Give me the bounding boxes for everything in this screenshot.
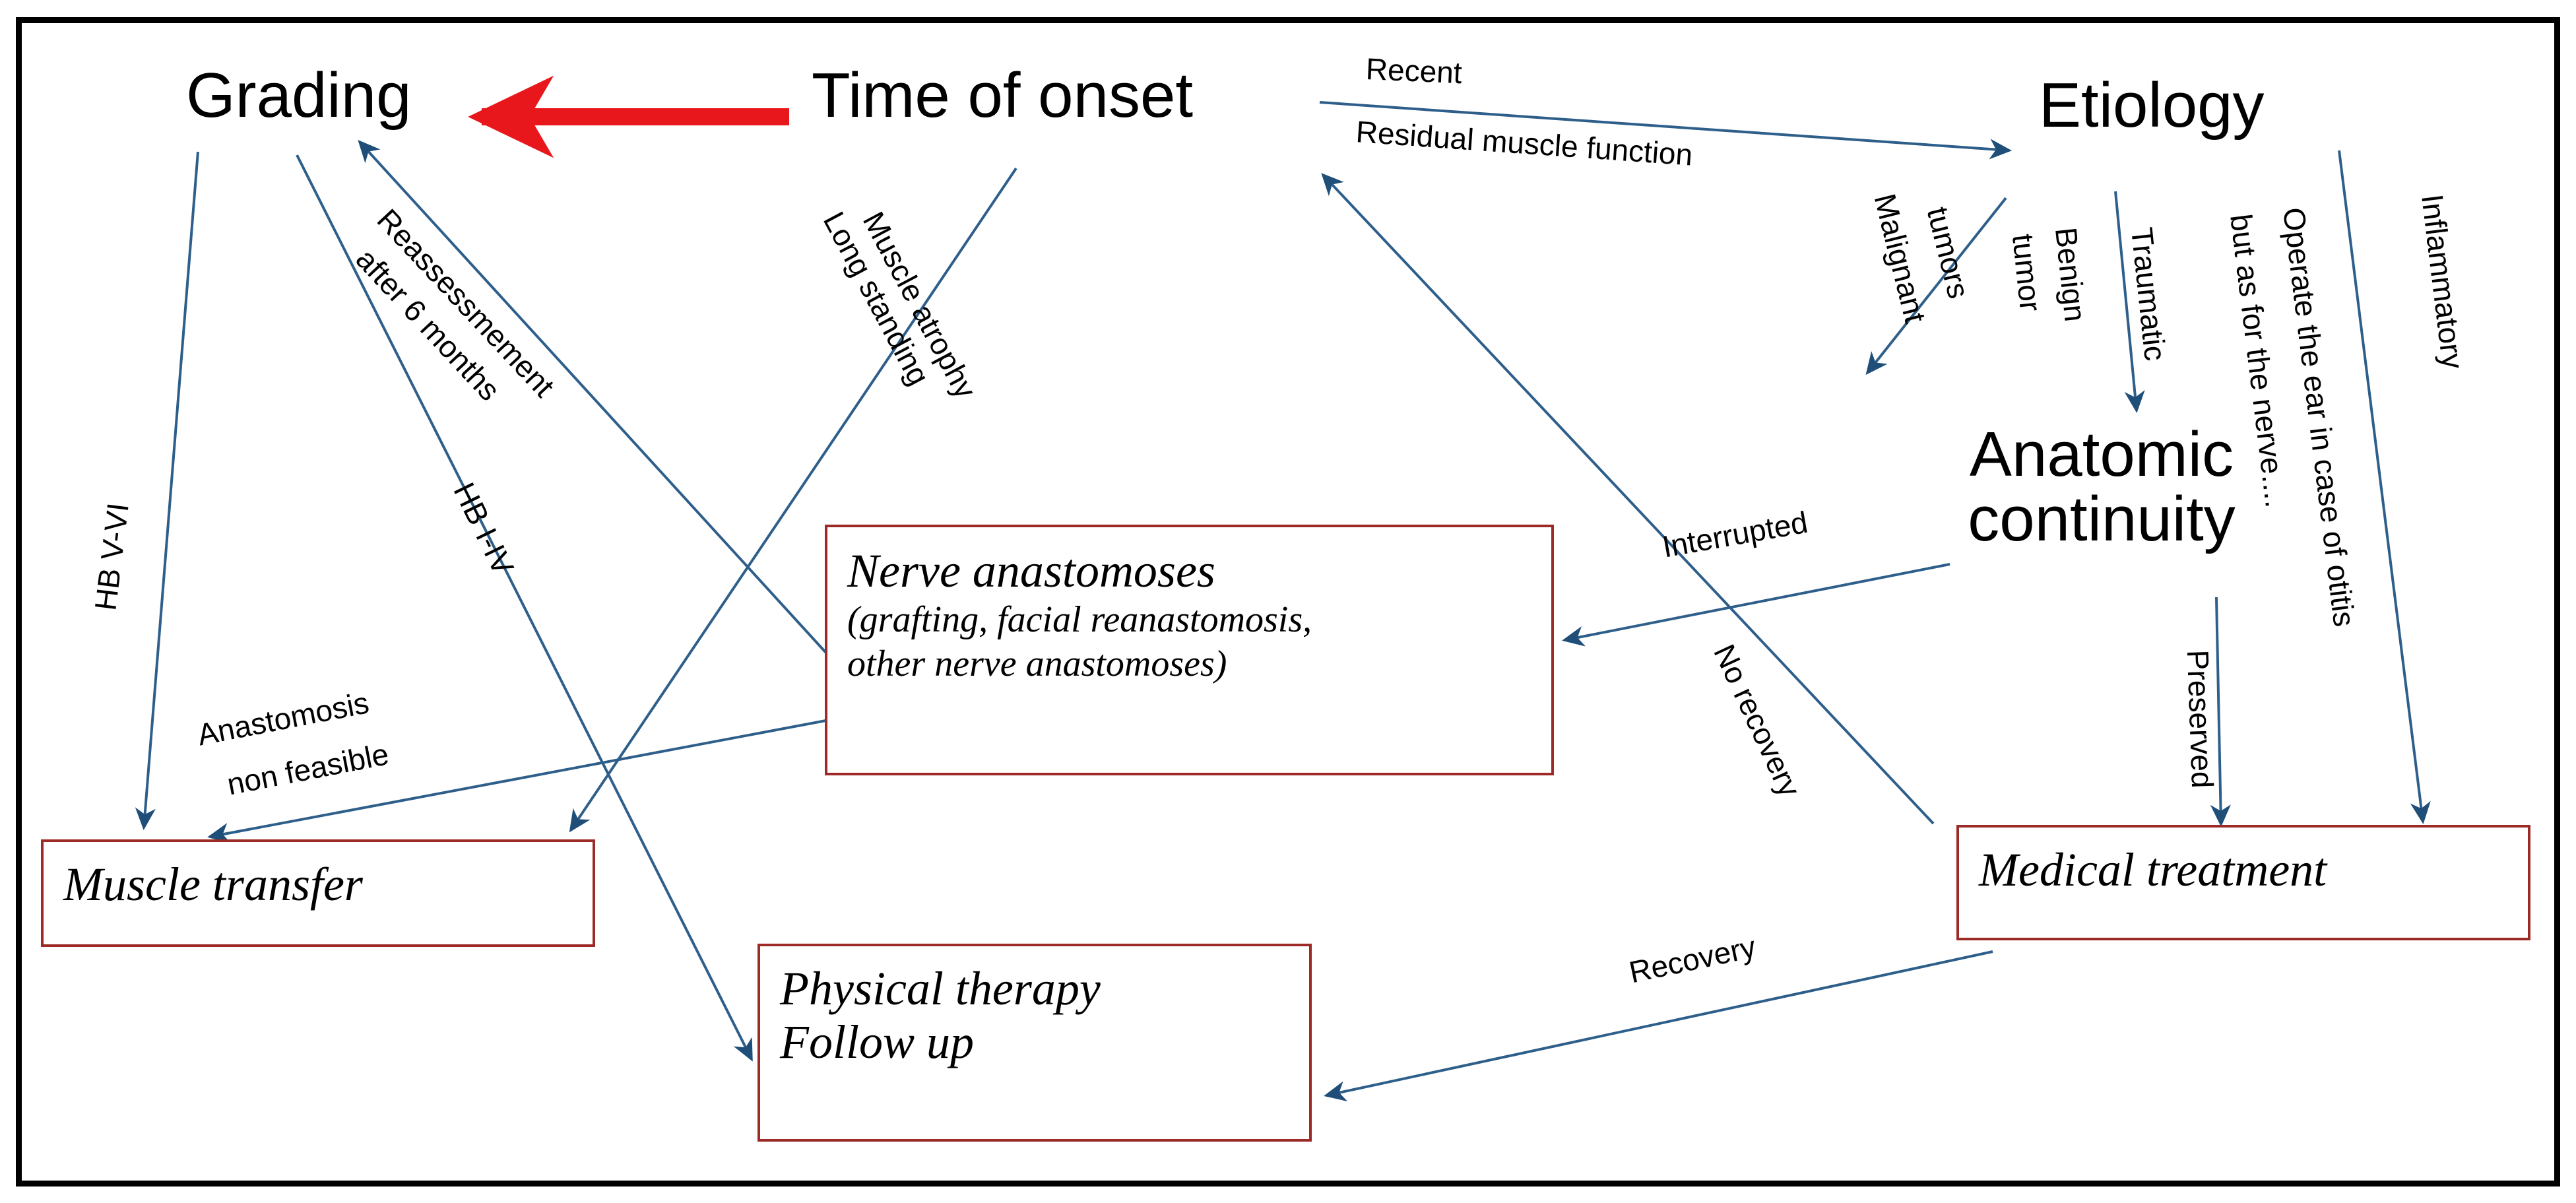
box-nerve-anastomoses-sub2: other nerve anastomoses)	[847, 643, 1227, 684]
box-nerve-anastomoses[interactable]: Nerve anastomoses (grafting, facial rean…	[825, 525, 1554, 775]
node-time-of-onset[interactable]: Time of onset	[812, 60, 1194, 131]
edge-label-tumor: tumor	[2005, 232, 2048, 313]
box-muscle-transfer-title: Muscle transfer	[63, 858, 363, 911]
node-anatomic-continuity-line2: continuity	[1968, 483, 2236, 554]
box-physical-therapy[interactable]: Physical therapy Follow up	[757, 944, 1312, 1142]
node-etiology[interactable]: Etiology	[2039, 70, 2265, 141]
box-muscle-transfer[interactable]: Muscle transfer	[41, 839, 595, 947]
box-nerve-anastomoses-sub1: (grafting, facial reanastomosis,	[847, 599, 1312, 640]
node-grading[interactable]: Grading	[186, 60, 412, 131]
edge-label-recent: Recent	[1365, 51, 1463, 90]
box-physical-therapy-line2: Follow up	[780, 1015, 975, 1068]
box-physical-therapy-line1: Physical therapy	[780, 962, 1101, 1015]
node-anatomic-continuity[interactable]: Anatomic continuity	[1917, 422, 2286, 552]
edge-label-preserved: Preserved	[2180, 649, 2220, 789]
node-anatomic-continuity-line1: Anatomic	[1969, 419, 2234, 490]
box-medical-treatment[interactable]: Medical treatment	[1956, 825, 2530, 940]
box-nerve-anastomoses-title: Nerve anastomoses	[847, 544, 1215, 597]
box-medical-treatment-title: Medical treatment	[1979, 843, 2327, 896]
diagram-frame	[16, 17, 2560, 1187]
